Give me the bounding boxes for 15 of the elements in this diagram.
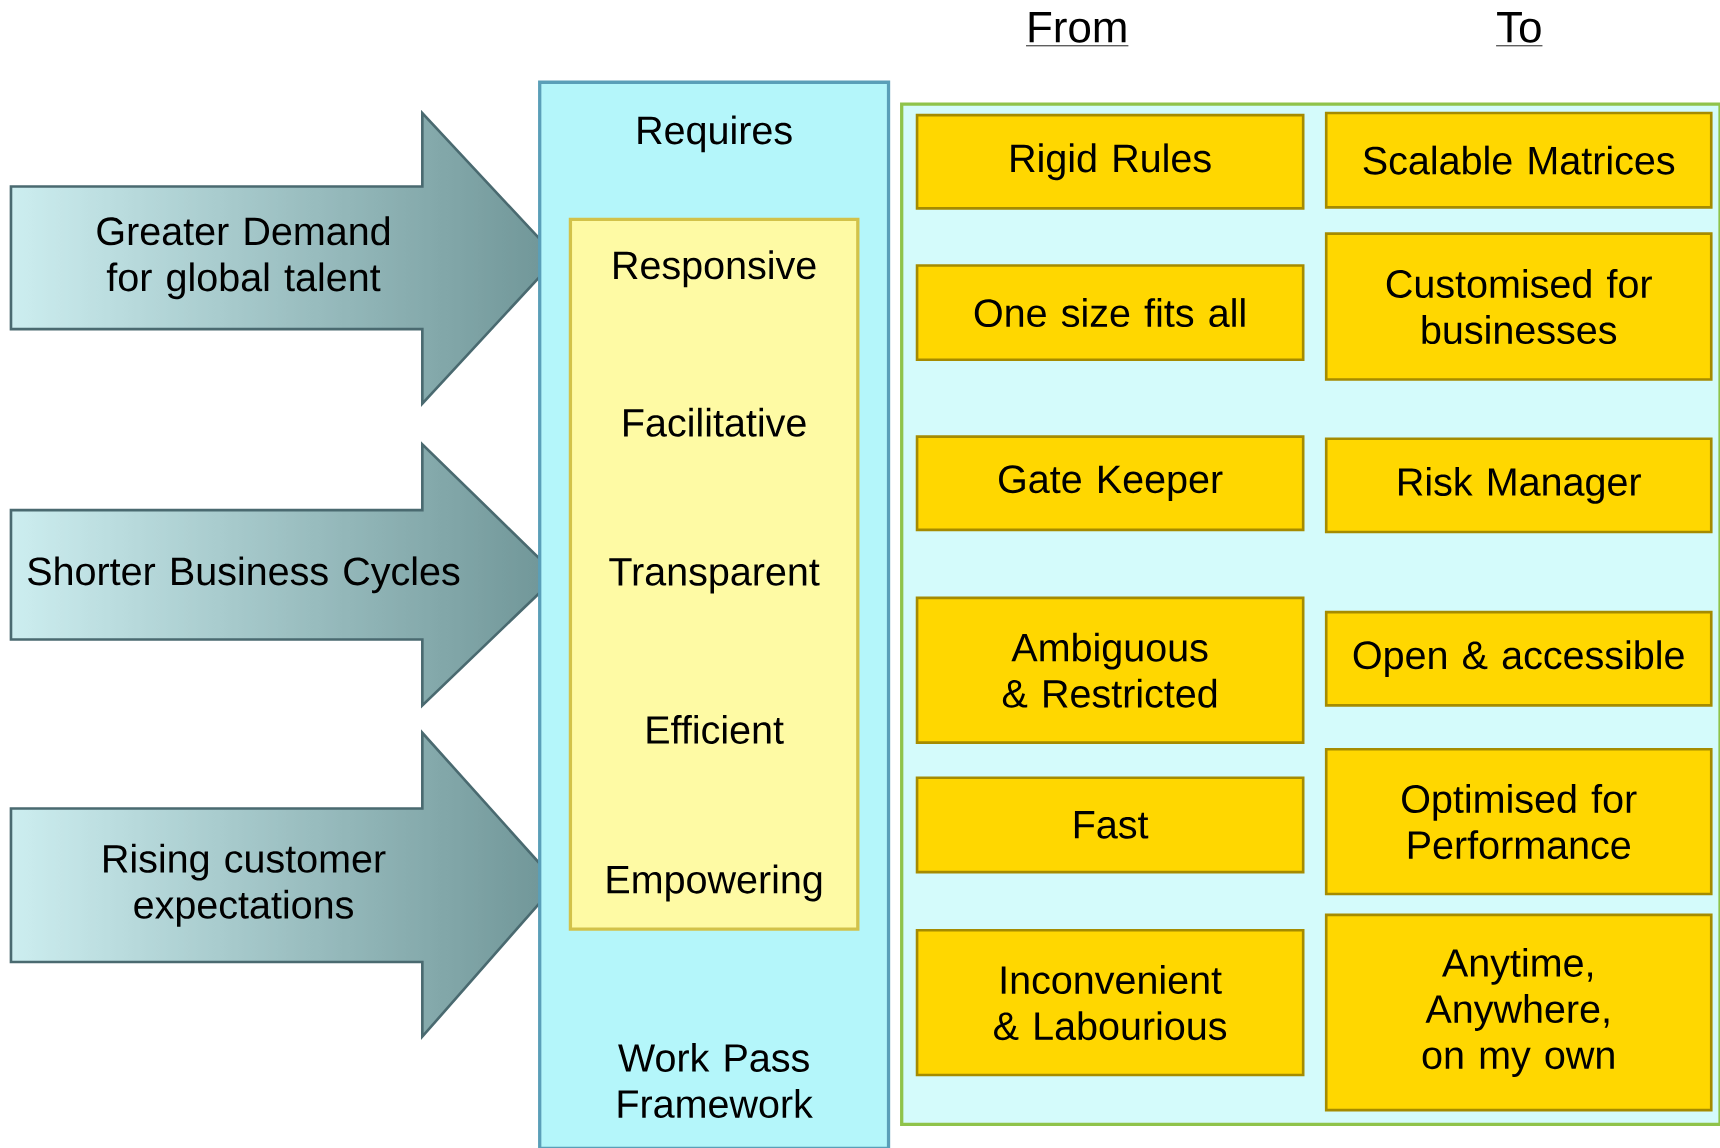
- panel: Responsive Facilitative Transparent Efficient Empowering: [568, 217, 860, 931]
- text-box: Inconvenient & Labourious: [915, 928, 1305, 1077]
- column-heading: To: [1495, 11, 1543, 46]
- text-box: Ambiguous & Restricted: [915, 596, 1305, 744]
- column-heading: From: [1025, 11, 1129, 46]
- text-box: Rigid Rules: [915, 113, 1305, 210]
- text-box: One size fits all: [915, 263, 1305, 361]
- text-box: Customised for businesses: [1324, 232, 1713, 381]
- text-box: Anytime, Anywhere, on my own: [1324, 913, 1713, 1112]
- text-box: Risk Manager: [1324, 437, 1713, 534]
- text-box: Optimised for Performance: [1324, 747, 1713, 896]
- text-box: Scalable Matrices: [1324, 111, 1713, 209]
- text-box: Open & accessible: [1324, 610, 1713, 707]
- text-box: Gate Keeper: [915, 435, 1305, 531]
- text-box: Fast: [915, 776, 1305, 874]
